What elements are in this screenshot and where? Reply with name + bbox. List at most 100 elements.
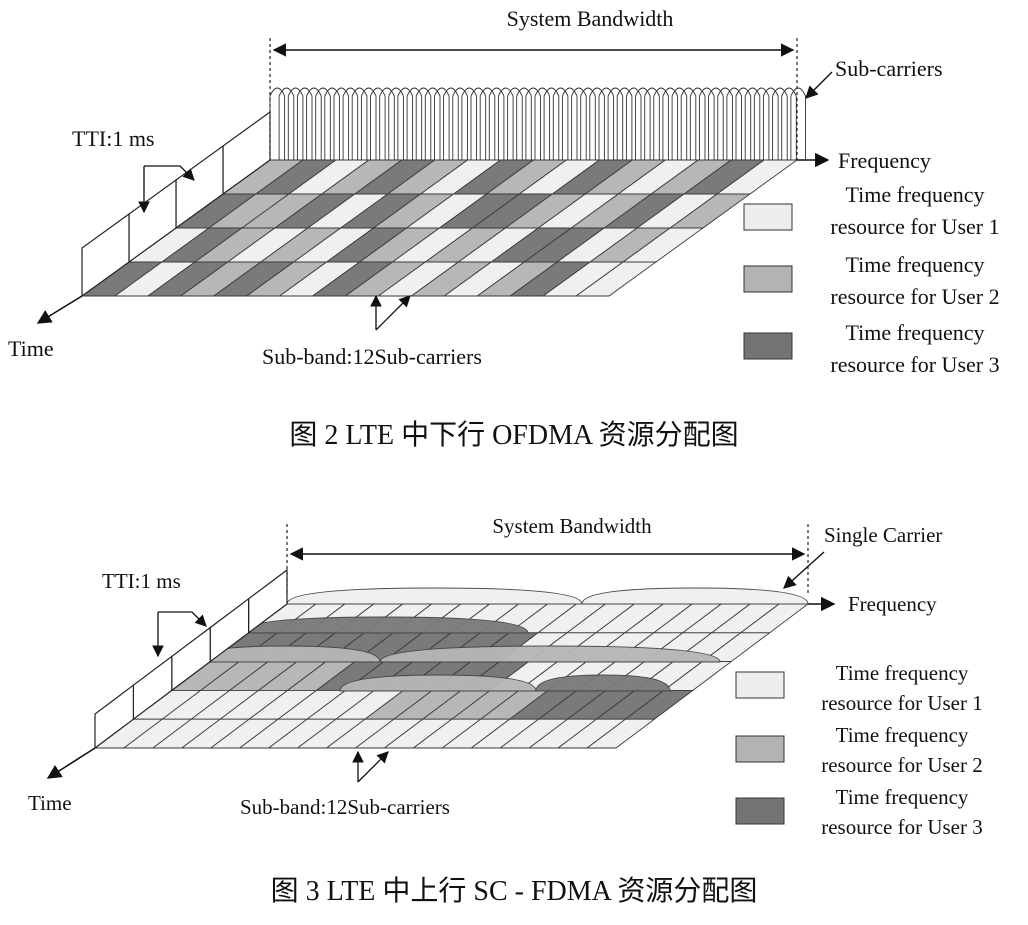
sub-carrier-curve [543,87,560,160]
sub-carrier-curve [598,87,615,160]
sub-carrier-curve [653,87,669,160]
legend-swatch-user-3 [743,332,793,360]
legend-user-3-line1: Time frequency [845,320,984,345]
system-bandwidth-label: System Bandwidth [507,6,674,31]
sub-carrier-curve [717,87,733,160]
sub-carrier-curve [461,87,477,160]
time-axis-label: Time [28,791,72,815]
single-carrier-dome [535,674,671,692]
sub-carrier-curve [470,87,487,160]
sub-carrier-curve [735,87,752,160]
sub-carrier-curve [351,87,368,160]
legend-user-2-line1: Time frequency [845,252,984,277]
sub-carrier-curve [360,87,377,160]
sub-carrier-curve [772,87,788,160]
sub-band-label: Sub-band:12Sub-carriers [240,795,450,819]
sub-carrier-curve [525,87,541,160]
sc-fdma-carrier-domes [191,587,809,692]
sub-carrier-curve [315,87,331,160]
figure-3-caption: 图 3 LTE 中上行 SC - FDMA 资源分配图 [271,875,758,907]
system-bandwidth-label: System Bandwidth [492,514,652,538]
sub-band-label: Sub-band:12Sub-carriers [262,344,482,369]
single-carrier-dome [581,587,809,605]
legend-swatch-user-1 [735,671,785,699]
sub-carrier-curve [287,87,304,160]
sc-fdma-legend: Time frequency resource for User 1 Time … [735,661,983,839]
ofdma-subcarrier-spectrum [269,87,806,160]
legend-swatch-user-2 [743,265,793,293]
legend-swatch-user-3 [735,797,785,825]
sub-carrier-curve [379,87,395,160]
sub-carrier-curve [516,87,532,160]
tti-slice [81,212,130,298]
legend-user-1-line2: resource for User 1 [830,214,999,239]
sub-carrier-curve [625,87,642,160]
sub-carrier-curve [370,87,386,160]
frequency-axis-label: Frequency [838,148,931,173]
legend-user-3-line2: resource for User 3 [830,352,999,377]
single-carrier-dome [379,645,721,663]
single-carrier-label: Single Carrier [824,523,942,547]
sub-carriers-label: Sub-carriers [835,56,943,81]
sub-carrier-curve [790,87,806,160]
sub-carrier-curve [671,87,688,160]
sub-carriers-pointer [805,71,833,99]
sub-carrier-curve [689,87,706,160]
time-axis-arrow [36,295,83,324]
single-carrier-dome [339,674,537,692]
single-carrier-dome [286,587,583,605]
sc-fdma-tti-slices [94,568,288,750]
ofdma-figure: System Bandwidth Sub-carriers Frequency … [8,6,1000,451]
sub-carrier-curve [443,87,459,160]
legend-swatch-user-1 [743,203,793,231]
ofdma-legend: Time frequency resource for User 1 Time … [743,182,1000,377]
sub-carrier-curve [306,87,322,160]
sub-carrier-curve [296,87,313,160]
sub-carrier-curve [561,87,578,160]
frequency-axis-label: Frequency [848,592,937,616]
sub-carrier-curve [269,87,286,160]
sub-carrier-curve [406,87,423,160]
sub-carrier-curve [342,87,359,160]
sub-carrier-curve [388,87,404,160]
sub-carrier-curve [324,87,340,160]
tti-pointer-right [144,165,195,181]
sub-carrier-curve [488,87,505,160]
tti-label: TTI:1 ms [72,126,155,151]
sub-carrier-curve [479,87,496,160]
legend-user-2-line2: resource for User 2 [821,753,983,777]
sub-carrier-curve [781,87,797,160]
sub-carrier-curve [699,87,715,160]
figure-2-caption: 图 2 LTE 中下行 OFDMA 资源分配图 [289,419,738,451]
single-carrier-pointer [783,551,825,589]
sub-band-pointer-right [357,751,389,783]
legend-user-1-line2: resource for User 1 [821,691,983,715]
sub-carrier-curve [680,87,697,160]
legend-user-2-line2: resource for User 2 [830,284,999,309]
resource-cell [574,261,658,297]
sub-carrier-curve [589,87,605,160]
sub-carrier-curve [708,87,724,160]
sub-band-pointer-right [375,295,411,331]
sc-fdma-figure: System Bandwidth Single Carrier Frequenc… [28,514,983,907]
sub-carrier-curve [497,87,514,160]
sub-carrier-curve [616,87,633,160]
sub-carrier-curve [424,87,441,160]
sub-carrier-curve [726,87,742,160]
sub-carrier-curve [580,87,596,160]
sub-carrier-curve [644,87,660,160]
sub-carrier-curve [507,87,523,160]
legend-user-1-line1: Time frequency [836,661,969,685]
legend-user-1-line1: Time frequency [845,182,984,207]
ofdma-resource-grid [80,159,799,297]
sub-carrier-curve [552,87,569,160]
sub-carrier-curve [534,87,551,160]
legend-swatch-user-2 [735,735,785,763]
sub-carrier-curve [278,87,295,160]
tti-pointer-right [158,611,207,627]
sub-carrier-curve [662,87,679,160]
sub-carrier-curve [635,87,651,160]
sub-carrier-curve [753,87,770,160]
